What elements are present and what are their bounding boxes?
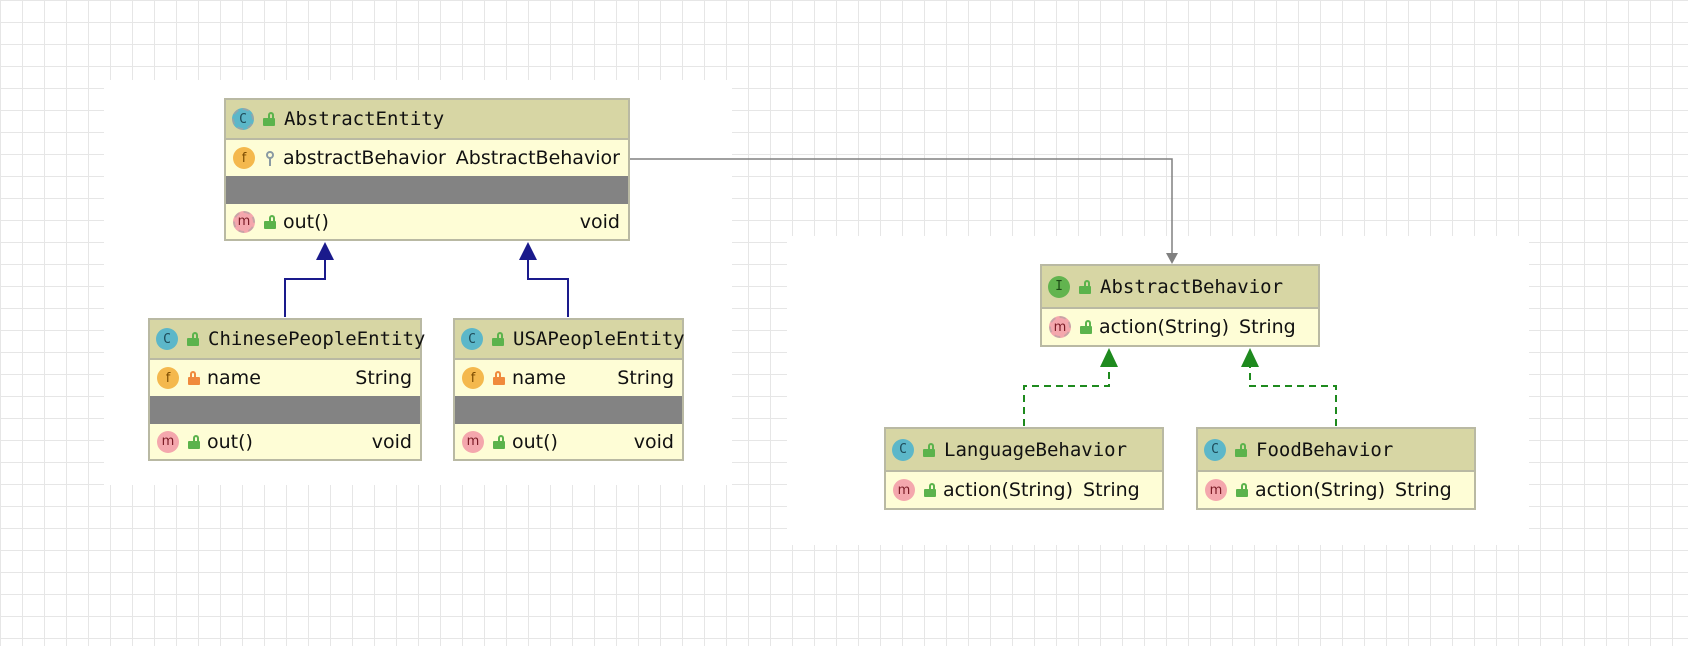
class-abstract-entity[interactable]: C AbstractEntity f abstractBehavior Abst… — [224, 98, 630, 241]
class-food-behavior[interactable]: C FoodBehavior m action(String) String — [1196, 427, 1476, 510]
public-lock-icon — [1234, 442, 1248, 457]
association-line — [629, 158, 1173, 256]
public-lock-icon — [1078, 279, 1092, 294]
public-lock-icon — [186, 332, 200, 346]
interface-abstract-behavior[interactable]: I AbstractBehavior m action(String) Stri… — [1040, 264, 1320, 347]
class-chinese-people-entity[interactable]: C ChinesePeopleEntity f name String m ou… — [148, 318, 425, 461]
field-icon: f — [233, 147, 255, 169]
public-lock-icon — [491, 332, 505, 346]
method-name: action(String) — [1099, 316, 1230, 338]
key-icon — [263, 150, 277, 166]
field-row[interactable]: f name String — [455, 360, 682, 396]
class-name: ChinesePeopleEntity — [208, 328, 426, 350]
class-icon: C — [1204, 438, 1226, 461]
interface-name: AbstractBehavior — [1100, 275, 1284, 298]
field-name: name — [207, 367, 261, 389]
method-name: action(String) — [943, 479, 1074, 501]
field-icon: f — [157, 367, 179, 389]
interface-icon: I — [1048, 275, 1070, 298]
class-header: C AbstractEntity — [226, 100, 628, 140]
class-header: C ChinesePeopleEntity — [150, 320, 425, 360]
class-icon: C — [232, 108, 254, 130]
implementation-arrowhead-language — [1100, 348, 1118, 367]
class-usa-people-entity[interactable]: C USAPeopleEntity f name String m out() … — [453, 318, 685, 461]
field-icon: f — [462, 367, 484, 389]
field-type: String — [617, 367, 674, 389]
class-name: FoodBehavior — [1256, 438, 1394, 461]
class-name: AbstractEntity — [284, 108, 445, 130]
method-name: action(String) — [1255, 479, 1386, 501]
class-header: C USAPeopleEntity — [455, 320, 685, 360]
field-name: name — [512, 367, 566, 389]
association-arrowhead — [1166, 253, 1178, 264]
method-name: out() — [207, 430, 253, 453]
method-return-type: void — [633, 430, 674, 453]
inheritance-line-chinese — [284, 258, 326, 317]
public-lock-icon — [187, 434, 201, 449]
inheritance-line-usa — [527, 258, 569, 317]
class-name: USAPeopleEntity — [513, 328, 685, 350]
public-lock-icon — [1235, 483, 1249, 497]
public-lock-icon — [262, 112, 276, 126]
method-return-type: String — [1395, 479, 1452, 501]
class-icon: C — [892, 438, 914, 461]
section-separator — [455, 396, 682, 424]
public-lock-icon — [263, 214, 277, 229]
private-lock-icon — [492, 371, 506, 385]
implementation-line-food — [1249, 366, 1337, 426]
method-return-type: void — [579, 210, 620, 233]
method-row[interactable]: m out() void — [455, 424, 682, 459]
method-row[interactable]: m out() void — [150, 424, 420, 459]
method-name: out() — [512, 430, 558, 453]
method-icon: m — [157, 430, 179, 453]
class-icon: C — [461, 328, 483, 350]
public-lock-icon — [1079, 320, 1093, 334]
method-name: out() — [283, 210, 329, 233]
method-icon: m — [1049, 316, 1071, 338]
field-row[interactable]: f abstractBehavior AbstractBehavior — [226, 140, 628, 176]
method-return-type: String — [1083, 479, 1140, 501]
method-row[interactable]: m action(String) String — [886, 472, 1162, 508]
field-type: AbstractBehavior — [455, 147, 620, 169]
public-lock-icon — [922, 442, 936, 457]
method-row[interactable]: m out() void — [226, 204, 628, 239]
interface-header: I AbstractBehavior — [1042, 266, 1318, 309]
field-row[interactable]: f name String — [150, 360, 420, 396]
method-return-type: void — [371, 430, 412, 453]
implementation-arrowhead-food — [1241, 348, 1259, 367]
inheritance-arrowhead-chinese — [316, 242, 334, 260]
class-header: C FoodBehavior — [1198, 429, 1474, 472]
class-name: LanguageBehavior — [944, 438, 1128, 461]
inheritance-arrowhead-usa — [519, 242, 537, 260]
class-language-behavior[interactable]: C LanguageBehavior m action(String) Stri… — [884, 427, 1164, 510]
implementation-line-language — [1023, 366, 1110, 426]
method-icon: m — [233, 210, 255, 233]
public-lock-icon — [923, 483, 937, 497]
section-separator — [226, 176, 628, 204]
private-lock-icon — [187, 371, 201, 385]
public-lock-icon — [492, 434, 506, 449]
method-icon: m — [1205, 479, 1227, 501]
method-row[interactable]: m action(String) String — [1198, 472, 1474, 508]
method-icon: m — [462, 430, 484, 453]
method-return-type: String — [1239, 316, 1296, 338]
field-type: String — [355, 367, 412, 389]
section-separator — [150, 396, 420, 424]
method-icon: m — [893, 479, 915, 501]
class-header: C LanguageBehavior — [886, 429, 1162, 472]
method-row[interactable]: m action(String) String — [1042, 309, 1318, 345]
field-name: abstractBehavior — [283, 147, 446, 169]
class-icon: C — [156, 328, 178, 350]
